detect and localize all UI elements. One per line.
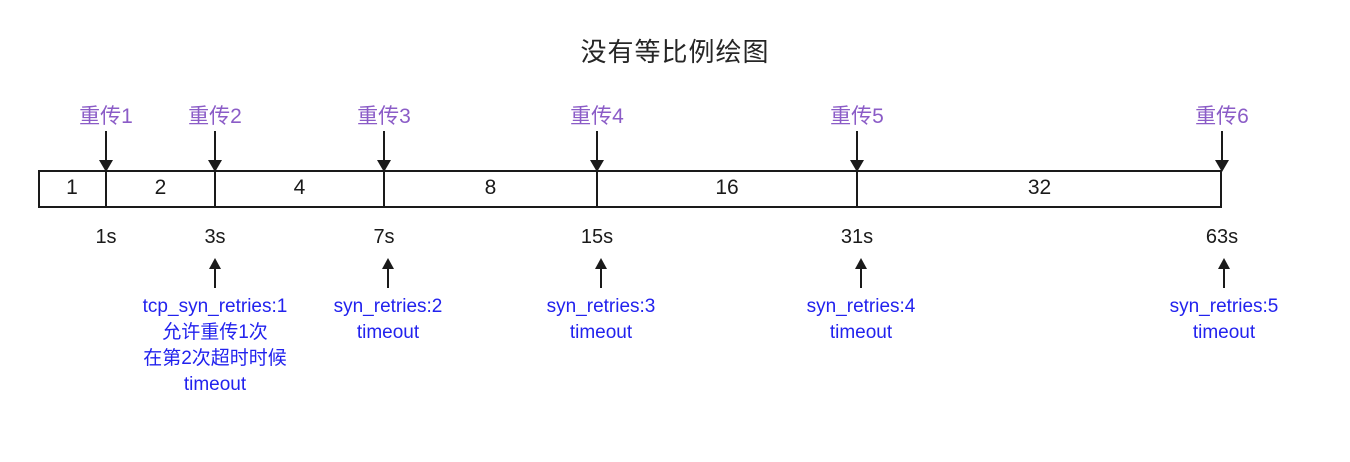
segment-divider	[383, 170, 385, 208]
segment-divider	[596, 170, 598, 208]
page-title: 没有等比例绘图	[580, 37, 770, 67]
time-tick-label: 31s	[840, 226, 874, 248]
annotation-text: syn_retries:4 timeout	[806, 296, 916, 343]
arrow-up-icon	[854, 258, 868, 288]
annotation-text: tcp_syn_retries:1 允许重传1次 在第2次超时时候 timeou…	[142, 296, 288, 395]
retransmit-label: 重传6	[1195, 105, 1249, 128]
arrow-down-icon	[207, 131, 223, 172]
segment-duration-label: 4	[293, 176, 306, 199]
retransmit-label: 重传4	[570, 105, 624, 128]
arrow-up-icon	[381, 258, 395, 288]
segment-divider	[105, 170, 107, 208]
time-tick-label: 1s	[95, 226, 117, 248]
time-tick-label: 15s	[580, 226, 614, 248]
timeline-bar	[38, 170, 1222, 208]
arrow-down-icon	[589, 131, 605, 172]
retransmit-label: 重传5	[830, 105, 884, 128]
arrow-up-icon	[208, 258, 222, 288]
annotation-text: syn_retries:2 timeout	[333, 296, 443, 343]
segment-duration-label: 16	[715, 176, 739, 199]
annotation-text: syn_retries:5 timeout	[1169, 296, 1279, 343]
arrow-down-icon	[849, 131, 865, 172]
time-tick-label: 7s	[373, 226, 395, 248]
arrow-up-icon	[1217, 258, 1231, 288]
arrow-down-icon	[1214, 131, 1230, 172]
retransmit-label: 重传1	[79, 105, 133, 128]
segment-divider	[214, 170, 216, 208]
segment-duration-label: 32	[1027, 176, 1052, 199]
arrow-up-icon	[594, 258, 608, 288]
arrow-down-icon	[98, 131, 114, 172]
annotation-text: syn_retries:3 timeout	[546, 296, 656, 343]
segment-duration-label: 2	[154, 176, 167, 199]
retransmit-label: 重传2	[188, 105, 242, 128]
time-tick-label: 3s	[204, 226, 226, 248]
segment-divider	[856, 170, 858, 208]
arrow-down-icon	[376, 131, 392, 172]
retransmit-label: 重传3	[357, 105, 411, 128]
segment-duration-label: 8	[484, 176, 497, 199]
segment-duration-label: 1	[66, 176, 78, 199]
time-tick-label: 63s	[1205, 226, 1239, 248]
